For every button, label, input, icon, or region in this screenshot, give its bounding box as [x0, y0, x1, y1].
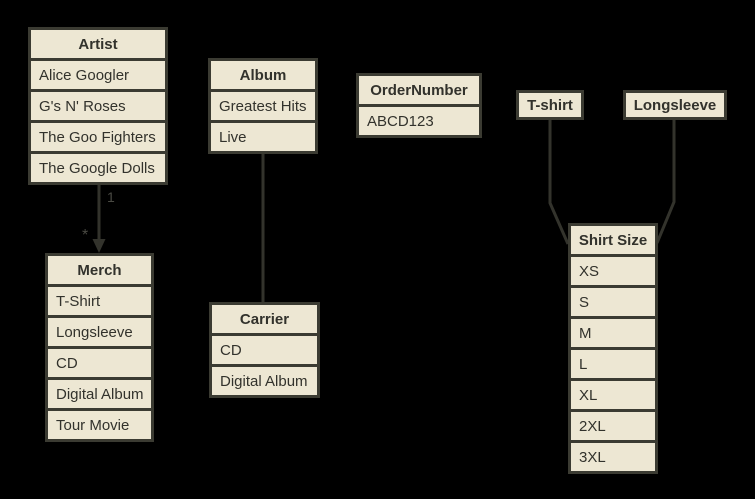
entity-row: Live [211, 120, 315, 151]
entity-row: The Google Dolls [31, 151, 165, 182]
arrowhead-icon [92, 239, 106, 253]
entity-row: Alice Googler [31, 58, 165, 89]
entity-row: CD [48, 346, 151, 377]
entity-order-number-title: OrderNumber [370, 81, 468, 99]
entity-row: S [571, 285, 655, 316]
entity-row: Longsleeve [48, 315, 151, 346]
entity-order-number: OrderNumber ABCD123 [356, 73, 482, 138]
entity-row: XL [571, 378, 655, 409]
entity-tshirt-title: T-shirt [527, 96, 573, 114]
entity-order-number-rows: ABCD123 [359, 104, 479, 135]
edge-longsleeve-to-shirt-size [655, 120, 676, 244]
edge-cardinality-one: 1 [107, 189, 115, 205]
entity-longsleeve: Longsleeve [623, 90, 727, 120]
entity-row: Digital Album [48, 377, 151, 408]
entity-shirt-size-title: Shirt Size [578, 231, 648, 249]
entity-artist-title: Artist [78, 35, 118, 53]
entity-row: Greatest Hits [211, 89, 315, 120]
entity-album-title: Album [239, 66, 287, 84]
entity-row: Digital Album [212, 364, 317, 395]
entity-row: ABCD123 [359, 104, 479, 135]
edge-cardinality-many: * [82, 227, 89, 244]
entity-row: The Goo Fighters [31, 120, 165, 151]
edge-tshirt-to-shirt-size [548, 120, 570, 245]
entity-row: G's N' Roses [31, 89, 165, 120]
entity-row: T-Shirt [48, 284, 151, 315]
entity-tshirt: T-shirt [516, 90, 584, 120]
entity-merch-title: Merch [77, 261, 122, 279]
entity-longsleeve-title: Longsleeve [633, 96, 717, 114]
entity-carrier-title: Carrier [239, 310, 290, 328]
entity-row: CD [212, 333, 317, 364]
entity-row: 2XL [571, 409, 655, 440]
entity-row: Tour Movie [48, 408, 151, 439]
entity-row: M [571, 316, 655, 347]
entity-row: 3XL [571, 440, 655, 471]
entity-row: L [571, 347, 655, 378]
entity-row: XS [571, 254, 655, 285]
